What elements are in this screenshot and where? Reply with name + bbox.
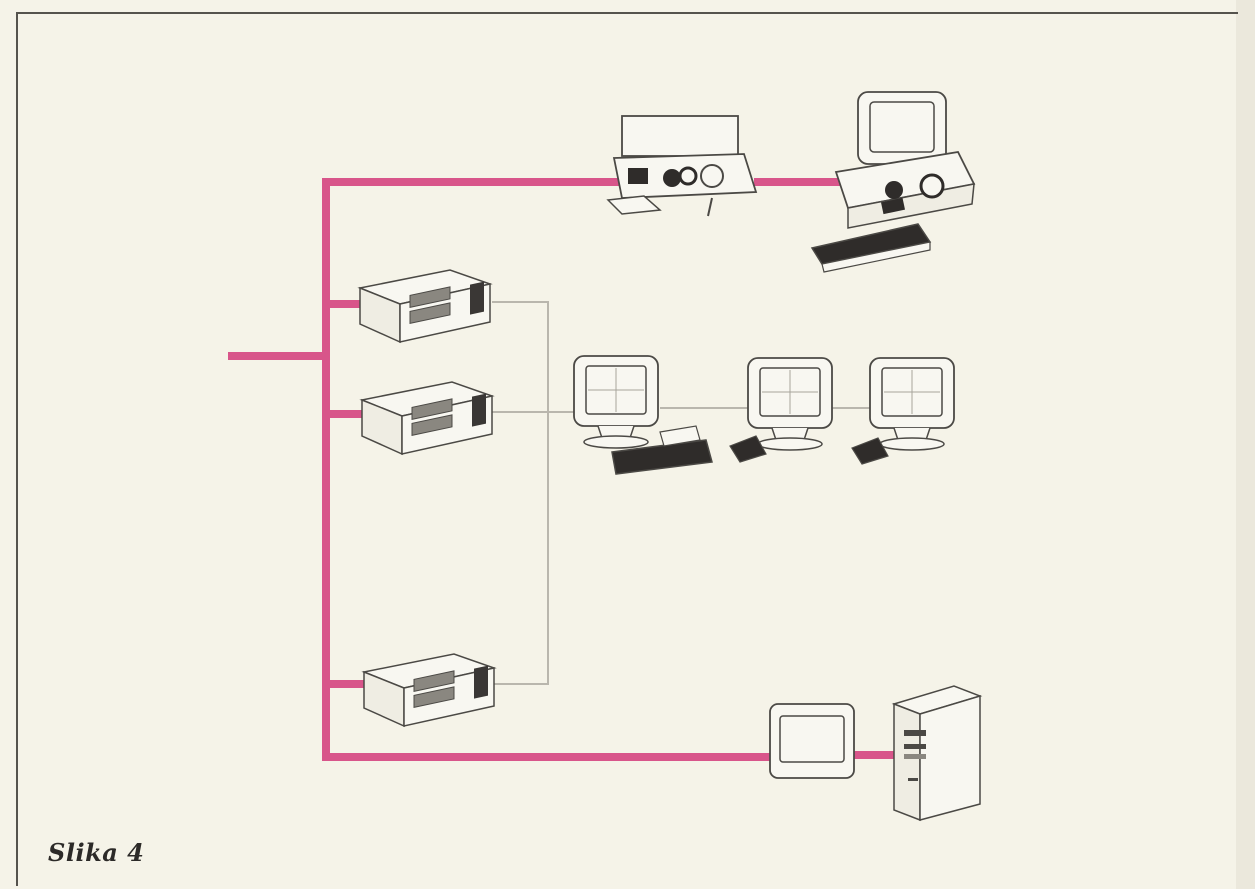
monitor-icon — [729, 357, 833, 463]
thin-links — [492, 301, 870, 685]
tower-computer-icon — [891, 685, 983, 822]
bus-lines — [228, 178, 902, 761]
server-box-icon — [361, 381, 493, 455]
monitor-icon — [769, 703, 855, 779]
audio-recorder-icon — [606, 115, 758, 217]
server-box-icon — [359, 269, 491, 343]
monitor-icon — [851, 357, 955, 465]
link-servers-to-workstation — [492, 301, 549, 685]
bus-backbone — [322, 178, 776, 761]
server-box-icon — [363, 653, 495, 727]
monitor-keyboard-icon — [573, 355, 713, 475]
page-edge — [1236, 0, 1255, 889]
figure-caption: Slika 4 — [48, 838, 145, 867]
figure-frame — [16, 12, 1238, 886]
desktop-computer-icon — [810, 91, 976, 273]
